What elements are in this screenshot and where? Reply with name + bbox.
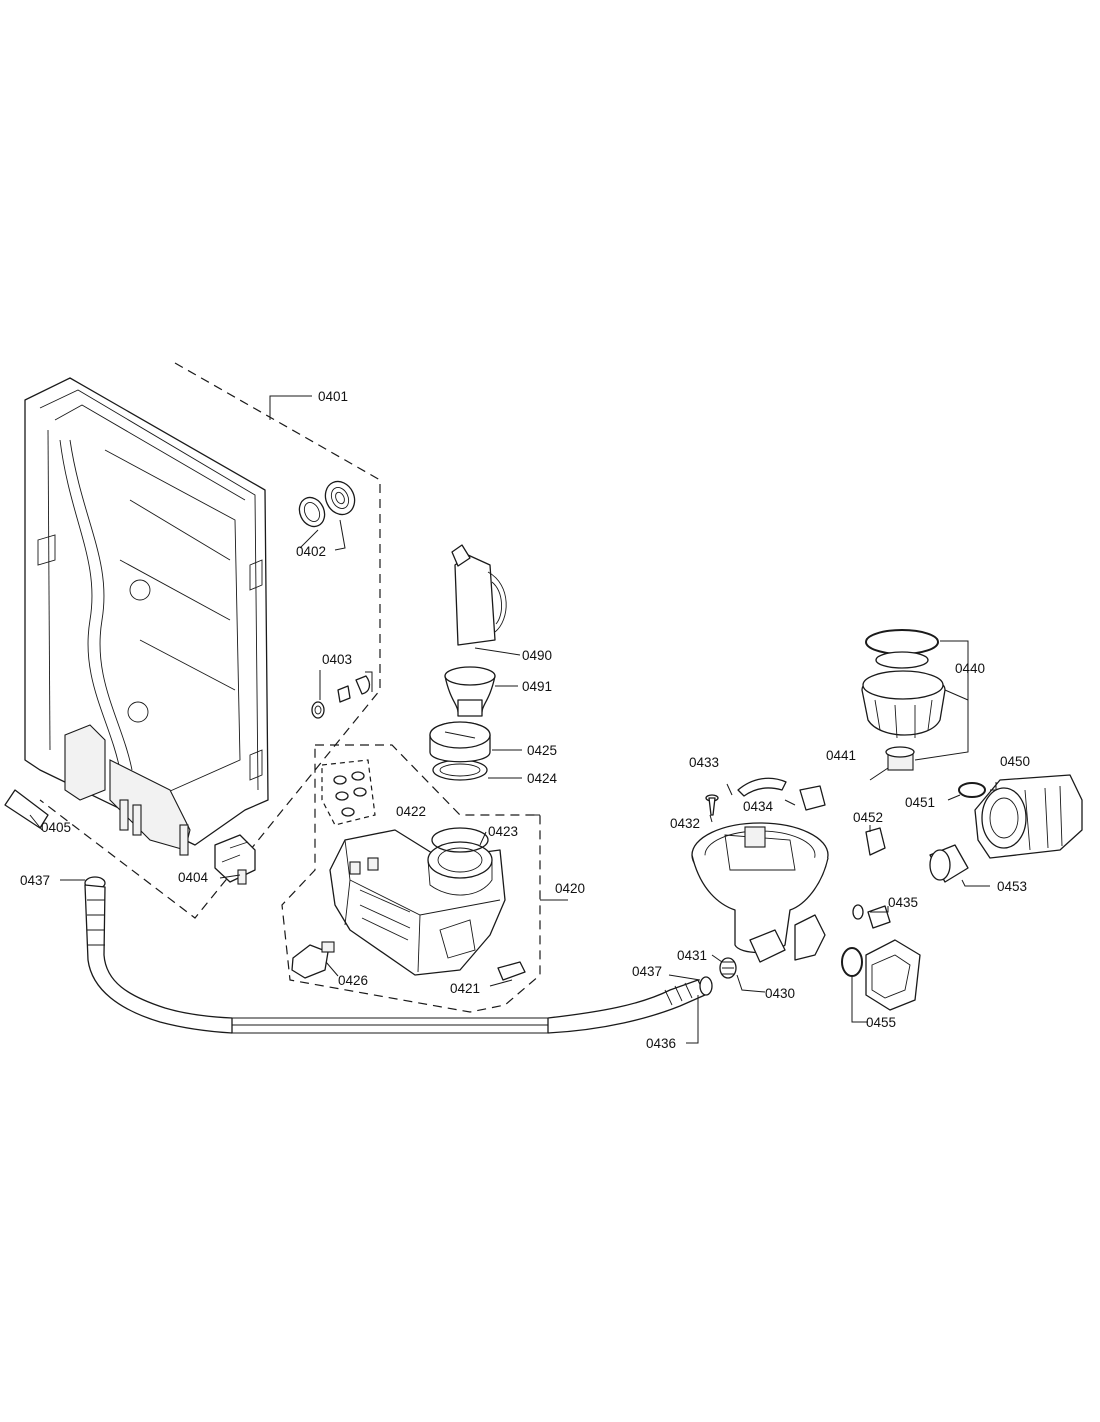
o-ring-seals xyxy=(333,771,367,817)
label-0430: 0430 xyxy=(765,986,795,1001)
funnel-part xyxy=(444,666,496,717)
label-0404: 0404 xyxy=(178,870,209,885)
sensor-part xyxy=(291,941,335,979)
group-outline-0401 xyxy=(39,362,381,919)
side-panel xyxy=(24,377,269,856)
label-0437-right: 0437 xyxy=(632,964,662,979)
label-0436: 0436 xyxy=(646,1036,676,1051)
screw-part xyxy=(705,794,719,816)
label-0440: 0440 xyxy=(955,661,985,676)
label-0420: 0420 xyxy=(555,881,585,896)
heat-pump-motor xyxy=(974,774,1083,859)
label-0425: 0425 xyxy=(527,743,557,758)
hose-clamp xyxy=(958,782,986,798)
cap-and-ring xyxy=(429,721,491,781)
label-0455: 0455 xyxy=(866,1015,896,1030)
label-0490: 0490 xyxy=(522,648,552,663)
arc-cover xyxy=(737,777,787,797)
pump-connector xyxy=(929,844,969,883)
label-0491: 0491 xyxy=(522,679,552,694)
bracket-part xyxy=(865,827,886,856)
group-outline-0420 xyxy=(281,744,541,1013)
label-0432: 0432 xyxy=(670,816,700,831)
label-0421: 0421 xyxy=(450,981,480,996)
label-0435: 0435 xyxy=(888,895,918,910)
label-0431: 0431 xyxy=(677,948,707,963)
small-fittings xyxy=(311,675,371,719)
label-0451: 0451 xyxy=(905,795,935,810)
label-0402: 0402 xyxy=(296,544,326,559)
small-coupling xyxy=(719,957,737,979)
label-0424: 0424 xyxy=(527,771,558,786)
pump-clip xyxy=(799,785,826,811)
label-0453: 0453 xyxy=(997,879,1027,894)
leader-lines xyxy=(29,395,997,1044)
label-0423: 0423 xyxy=(488,824,518,839)
label-0437-left: 0437 xyxy=(20,873,50,888)
drain-pump xyxy=(841,939,921,1011)
clip-part xyxy=(497,961,526,981)
drain-hose xyxy=(84,876,713,1034)
label-0441: 0441 xyxy=(826,748,856,763)
circulation-pump-head xyxy=(861,629,946,771)
label-0422: 0422 xyxy=(396,804,426,819)
level-sensor xyxy=(852,904,891,929)
group-outline-0422 xyxy=(321,759,376,826)
label-0403: 0403 xyxy=(322,652,352,667)
filling-jug xyxy=(451,544,507,646)
label-0450: 0450 xyxy=(1000,754,1030,769)
label-0426: 0426 xyxy=(338,973,368,988)
label-0434: 0434 xyxy=(743,799,774,814)
seal-ring-set xyxy=(298,480,356,528)
label-0452: 0452 xyxy=(853,810,883,825)
softener-unit xyxy=(329,827,506,976)
label-0401: 0401 xyxy=(318,389,348,404)
inlet-valve xyxy=(214,834,256,885)
part-labels: 0401 0402 0403 0404 0405 0437 0490 0491 … xyxy=(20,389,1030,1051)
label-0433: 0433 xyxy=(689,755,719,770)
small-flap xyxy=(4,789,49,829)
sump-housing xyxy=(691,822,829,963)
label-0405: 0405 xyxy=(41,820,71,835)
